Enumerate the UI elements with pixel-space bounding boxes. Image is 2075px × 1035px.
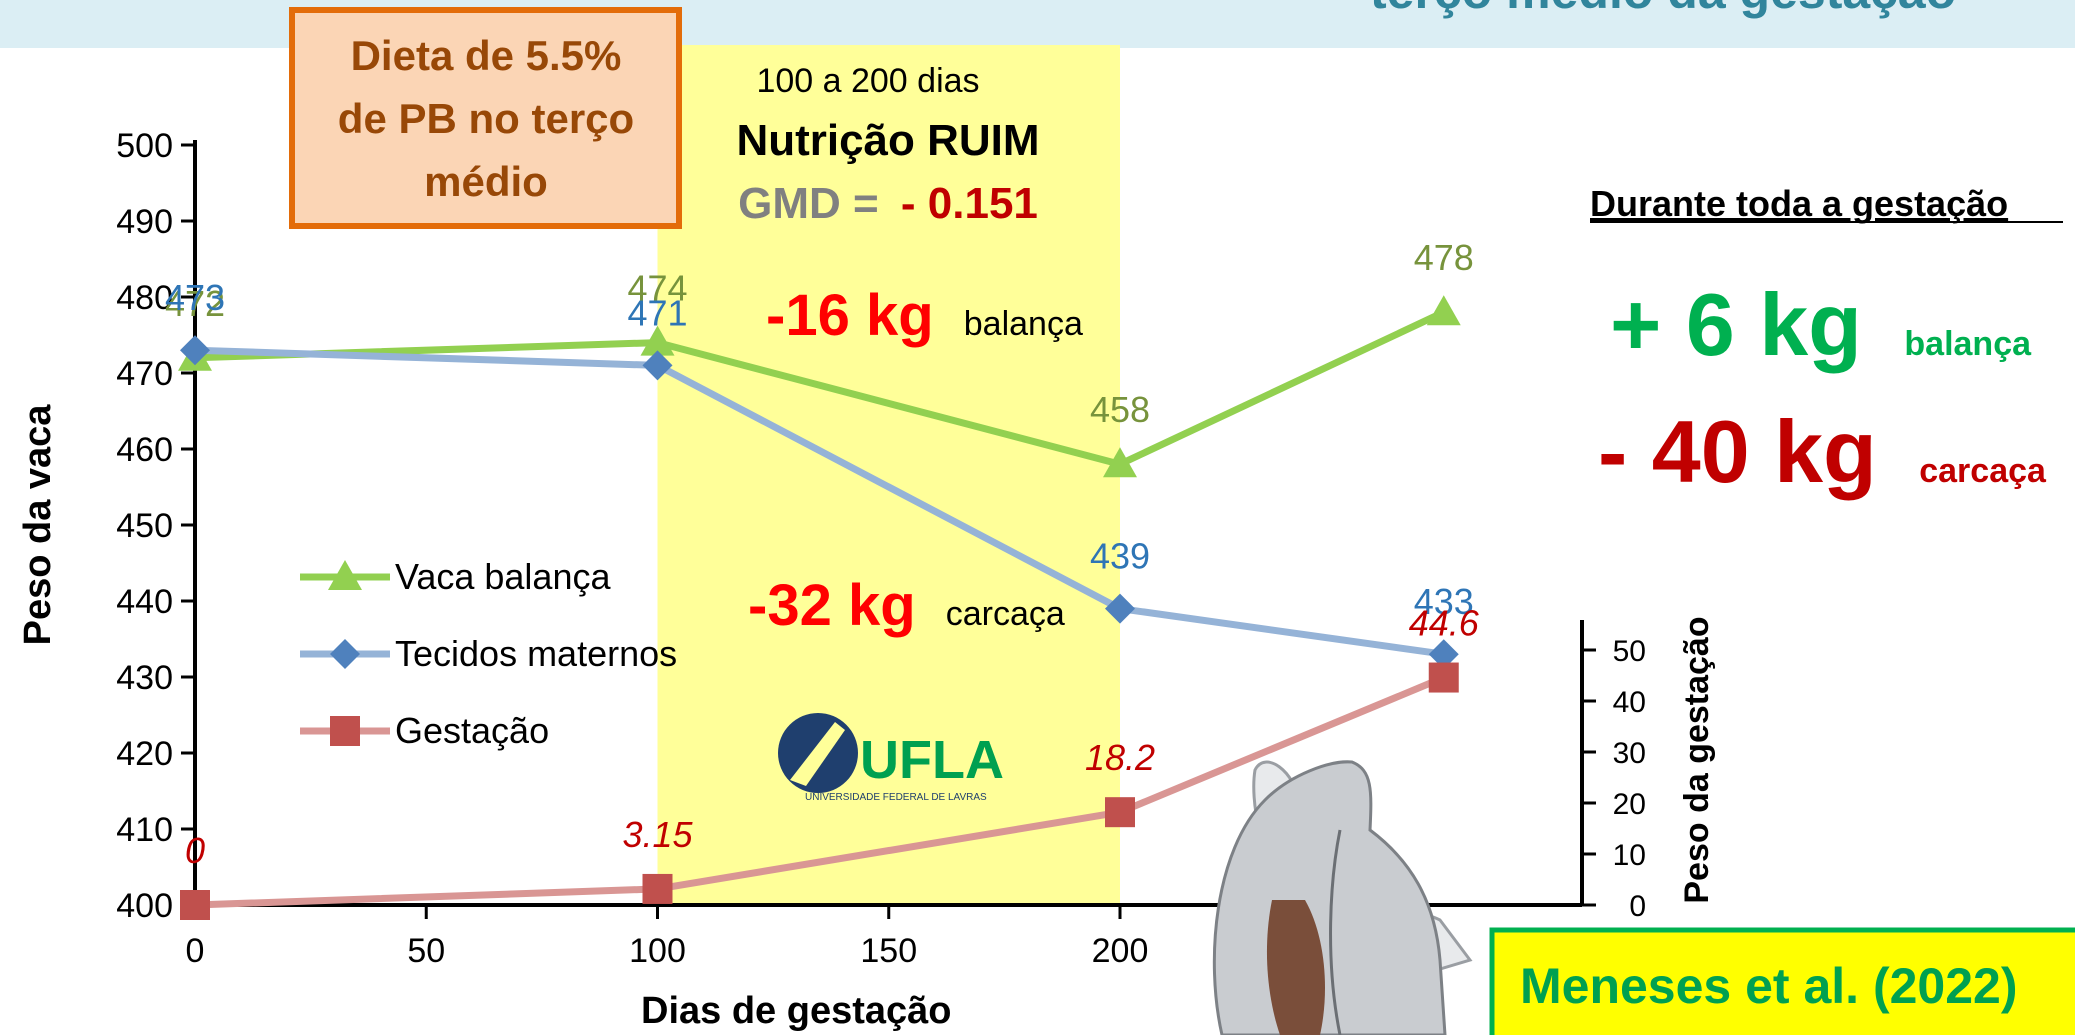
y-tick-label: 400: [116, 887, 173, 925]
series-1-data-label: 474: [627, 268, 687, 309]
summary-carcaca-value: - 40 kg: [1598, 402, 1877, 501]
summary-carcaca: - 40 kg carcaça: [1598, 402, 2047, 501]
series-2-data-label: 439: [1090, 536, 1150, 577]
logo-text: UFLA: [860, 730, 1004, 790]
x-axis-title: Dias de gestação: [641, 990, 951, 1032]
y-tick-label: 500: [116, 127, 173, 165]
carcaca-loss: -32 kg carcaça: [748, 573, 1065, 638]
x-tick-label: 50: [407, 932, 445, 970]
legend-marker: [330, 716, 360, 746]
balanca-loss: -16 kg balança: [766, 283, 1083, 348]
y-tick-label: 430: [116, 659, 173, 697]
series-2-data-label: 433: [1414, 581, 1474, 622]
period-label: Nutrição RUIM: [736, 116, 1039, 165]
ufla-logo: UFLA UNIVERSIDADE FEDERAL DE LAVRAS: [778, 713, 1004, 803]
cow-illustration: [1212, 760, 1473, 1035]
summary-balanca-value: + 6 kg: [1610, 275, 1862, 374]
diet-line-1: Dieta de 5.5%: [351, 32, 622, 79]
y-tick-label: 440: [116, 583, 173, 621]
series-3-data-label: 3.15: [622, 814, 693, 855]
period-range: 100 a 200 dias: [756, 62, 979, 100]
legend-label: Gestação: [395, 710, 549, 751]
series-1-point: [640, 325, 675, 356]
series-2-point: [1105, 593, 1135, 624]
legend-marker: [330, 639, 360, 669]
y2-tick-label: 10: [1613, 839, 1646, 872]
series-line-3: [194, 674, 1446, 909]
series-3-point: [180, 890, 210, 920]
y-tick-label: 470: [116, 355, 173, 393]
summary-balanca: + 6 kg balança: [1610, 275, 2032, 374]
carcaca-loss-value: -32 kg: [748, 573, 916, 638]
logo-subtitle: UNIVERSIDADE FEDERAL DE LAVRAS: [805, 792, 987, 803]
citation-box: [1489, 927, 2075, 1035]
diet-line-2: de PB no terço: [338, 95, 634, 142]
cow-face-marking: [1266, 900, 1325, 1035]
carcaca-loss-word: carcaça: [946, 595, 1065, 633]
series-3-data-label: 18.2: [1085, 737, 1155, 778]
series-2-data-label: 471: [627, 292, 687, 333]
diet-box: [289, 7, 682, 229]
citation: Meneses et al. (2022): [1520, 958, 2018, 1014]
balanca-loss-word: balança: [964, 305, 1083, 343]
legend-label: Tecidos maternos: [395, 633, 677, 674]
y-tick-label: 410: [116, 811, 173, 849]
x-tick-label: 0: [186, 932, 205, 970]
series-3-point: [1428, 662, 1459, 693]
cow-face-line: [1329, 829, 1342, 1035]
series-3-data-label: 44.6: [1409, 603, 1480, 644]
header-title: terço médio da gestação: [1370, 0, 1956, 19]
period-highlight: [657, 45, 1120, 905]
balanca-loss-value: -16 kg: [766, 283, 934, 348]
series-1-data-label: 478: [1414, 237, 1474, 278]
y-tick-label: 420: [116, 735, 173, 773]
summary-balanca-word: balança: [1904, 325, 2032, 363]
series-1-point: [1426, 295, 1461, 326]
gmd-line: GMD = - 0.151: [738, 179, 1038, 228]
y2-tick-label: 40: [1613, 686, 1646, 719]
series-1-data-label: 458: [1090, 389, 1150, 430]
gmd-prefix: GMD =: [738, 179, 879, 228]
summary-heading: Durante toda a gestação: [1590, 183, 2008, 224]
series-3-data-label: 0: [185, 830, 205, 871]
gmd-value: - 0.151: [901, 179, 1038, 228]
series-1-data-label: 472: [165, 283, 225, 324]
y-tick-label: 450: [116, 507, 173, 545]
y2-tick-label: 30: [1613, 737, 1646, 770]
y2-axis-title: Peso da gestação: [1678, 616, 1716, 903]
y2-tick-label: 20: [1613, 788, 1646, 821]
x-tick-label: 100: [629, 932, 686, 970]
series-3-point: [642, 873, 673, 904]
x-tick-label: 150: [860, 932, 917, 970]
y2-tick-label: 50: [1613, 635, 1646, 668]
y2-tick-label: 0: [1629, 890, 1646, 923]
series-2-point: [180, 335, 210, 366]
y-axis-title: Peso da vaca: [17, 404, 59, 646]
legend-label: Vaca balança: [395, 556, 611, 597]
diet-line-3: médio: [424, 158, 548, 205]
series-2-point: [1428, 639, 1459, 670]
series-1-point: [1103, 447, 1137, 478]
y-tick-label: 480: [116, 279, 173, 317]
series-3-point: [1105, 797, 1135, 828]
series-line-2: [194, 346, 1445, 658]
series-2-data-label: 473: [165, 277, 225, 318]
legend-marker: [328, 560, 362, 590]
logo-swoosh: [790, 722, 845, 786]
series-line-1: [194, 309, 1446, 468]
y-tick-label: 490: [116, 203, 173, 241]
cow-head: [1212, 760, 1447, 1035]
summary-carcaca-word: carcaça: [1919, 452, 2047, 490]
series-2-point: [642, 350, 673, 381]
y-tick-label: 460: [116, 431, 173, 469]
x-tick-label: 200: [1092, 932, 1149, 970]
